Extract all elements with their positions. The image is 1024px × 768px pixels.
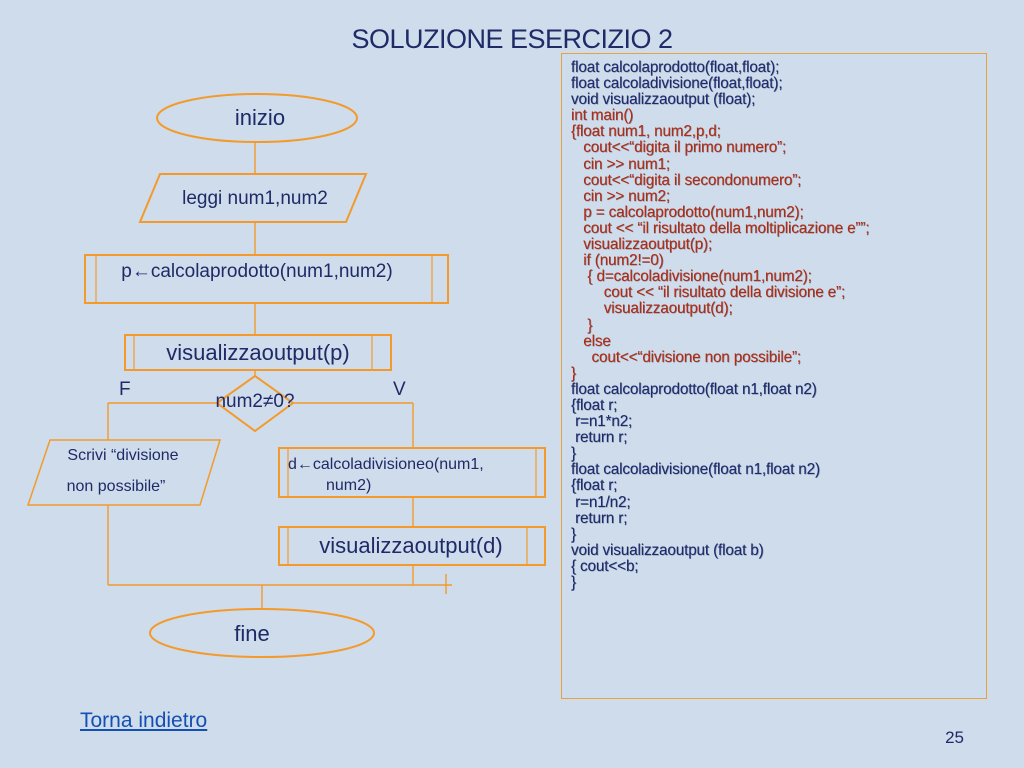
product-label: p←calcolaprodotto(num1,num2) [121,261,392,282]
code-line: cin >> num1; [571,155,670,173]
end-terminal [149,608,375,658]
slide-title: SOLUZIONE ESERCIZIO 2 [351,24,673,54]
code-line: float calcolaprodotto(float,float); [571,59,780,76]
code-line: void visualizzaoutput (float); [571,91,756,109]
code-line: int main() [571,107,634,125]
code-line: cout << “il risultato della divisione e”… [571,284,846,302]
output-d-label: visualizzaoutput(d) [319,533,502,558]
output-p-label: visualizzaoutput(p) [166,340,349,365]
code-line: cout<<“digita il secondonumero”; [571,171,802,189]
code-line: return r; [571,429,628,447]
true-label: V [393,379,406,400]
code-line: visualizzaoutput(p); [571,236,713,254]
back-link[interactable]: Torna indietro [80,709,208,732]
code-line: cout << “il risultato della moltiplicazi… [571,219,870,237]
false-label: F [119,379,131,400]
code-line: visualizzaoutput(d); [571,300,733,318]
write-label-line2: non possibile” [67,478,166,495]
code-line: } [571,364,576,382]
code-line: cout<<“divisione non possibile”; [571,348,801,366]
end-label: fine [234,621,269,646]
code-line: { cout<<b; [571,557,639,575]
output-parallelogram [26,439,222,506]
page-number: 25 [945,728,964,747]
condition-label: num2≠0? [215,391,294,412]
code-line: float calcoladivisione(float,float); [571,75,783,93]
division-label-line1: d←calcoladivisioneo(num1, [288,456,484,473]
process-division-box [278,447,546,498]
code-line: } [571,574,576,591]
code-line: } [571,525,576,543]
read-label: leggi num1,num2 [182,188,328,209]
code-line: r=n1/n2; [571,493,631,511]
write-label-line1: Scrivi “divisione [67,447,178,464]
division-label-line2: num2) [326,477,371,494]
code-line: if (num2!=0) [571,252,664,270]
code-line: float calcolaprodotto(float n1,float n2) [571,380,817,398]
code-line: else [571,332,611,350]
code-line: float calcoladivisione(float n1,float n2… [571,461,820,479]
code-line: } [571,316,593,334]
start-terminal [156,93,358,143]
code-line: {float num1, num2,p,d; [571,123,721,141]
code-line: } [571,445,576,463]
subprocess-output-d-box [278,526,546,566]
decision-diamond [215,374,295,433]
code-line: p = calcolaprodotto(num1,num2); [571,203,804,221]
code-line: cin >> num2; [571,187,670,205]
process-product-box [84,254,449,304]
code-line: cout<<“digita il primo numero”; [571,139,787,157]
code-line: r=n1*n2; [571,413,633,431]
input-parallelogram [138,173,368,223]
code-line: { d=calcoladivisione(num1,num2); [571,268,812,286]
subprocess-output-p-box [124,334,392,371]
code-line: {float r; [571,396,618,414]
code-line: return r; [571,509,628,527]
code-line: {float r; [571,477,618,495]
code-line: void visualizzaoutput (float b) [571,541,764,559]
code-panel: float calcolaprodotto(float,float);float… [561,53,987,699]
start-label: inizio [235,105,285,130]
